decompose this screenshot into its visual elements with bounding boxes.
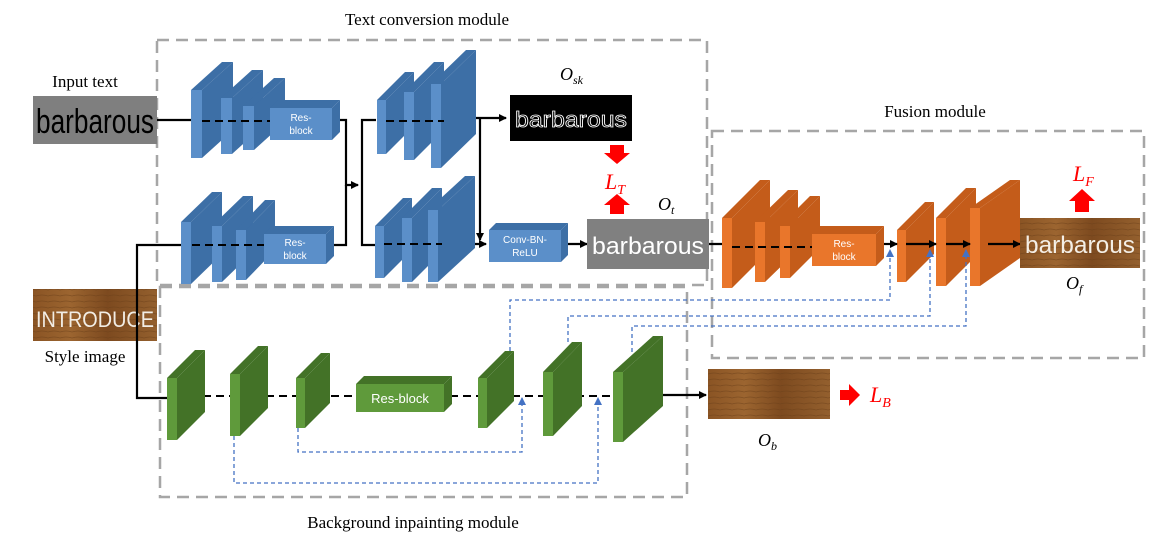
style-image-word: INTRODUCE — [36, 307, 154, 332]
text-encoder-resblock: Res- block — [270, 100, 340, 140]
fusion-resblock: Res- block — [812, 226, 884, 266]
l-f-arrow — [1069, 189, 1095, 212]
text-conversion-module-box — [155, 38, 709, 287]
fusion-decoder-stack — [897, 180, 1020, 286]
o-f-label: Of — [1066, 273, 1084, 296]
svg-text:Res-: Res- — [290, 113, 311, 124]
o-t-image — [587, 219, 709, 269]
svg-text:block: block — [289, 126, 313, 137]
background-decoder-stack — [478, 336, 663, 442]
skip-connections — [233, 249, 970, 484]
o-b-label: Ob — [758, 430, 777, 453]
o-f-word: barbarous — [1025, 232, 1135, 259]
o-sk-label: Osk — [560, 64, 584, 87]
svg-text:Res-: Res- — [284, 238, 305, 249]
o-t-label: Ot — [658, 194, 675, 217]
conv-bn-relu-block: Conv-BN- ReLU — [489, 223, 568, 262]
svg-text:Conv-BN-: Conv-BN- — [503, 235, 547, 246]
background-resblock: Res-block — [356, 376, 452, 412]
background-inpainting-module-box — [158, 285, 689, 499]
input-text-image — [33, 96, 157, 144]
text-encoder-conv-stack — [191, 62, 285, 158]
svg-text:Res-block: Res-block — [371, 391, 429, 406]
o-sk-image — [510, 95, 632, 141]
skeleton-decoder-stack — [377, 50, 476, 168]
input-text-word: barbarous — [36, 103, 154, 141]
style-encoder-conv-stack — [181, 192, 275, 284]
fusion-module-title: Fusion module — [884, 102, 986, 121]
background-encoder-stack — [167, 346, 330, 440]
style-encoder-resblock: Res- block — [264, 226, 334, 264]
l-t-label: LT — [604, 169, 626, 198]
l-b-arrow — [840, 384, 860, 406]
svg-text:ReLU: ReLU — [512, 248, 538, 259]
l-f-label: LF — [1072, 161, 1094, 190]
svg-text:block: block — [832, 252, 856, 263]
svg-text:Res-: Res- — [833, 239, 854, 250]
l-t-arrows — [604, 145, 630, 214]
fusion-encoder-stack — [722, 180, 820, 288]
o-sk-word: barbarous — [515, 107, 627, 132]
text-conversion-module-title: Text conversion module — [345, 10, 509, 29]
style-image-label: Style image — [45, 347, 126, 366]
background-inpainting-module-title: Background inpainting module — [307, 513, 519, 532]
o-t-word: barbarous — [592, 233, 704, 260]
input-text-label: Input text — [52, 72, 118, 91]
l-b-label: LB — [869, 382, 891, 411]
svg-text:block: block — [283, 251, 307, 262]
text-decoder-stack — [375, 176, 475, 282]
